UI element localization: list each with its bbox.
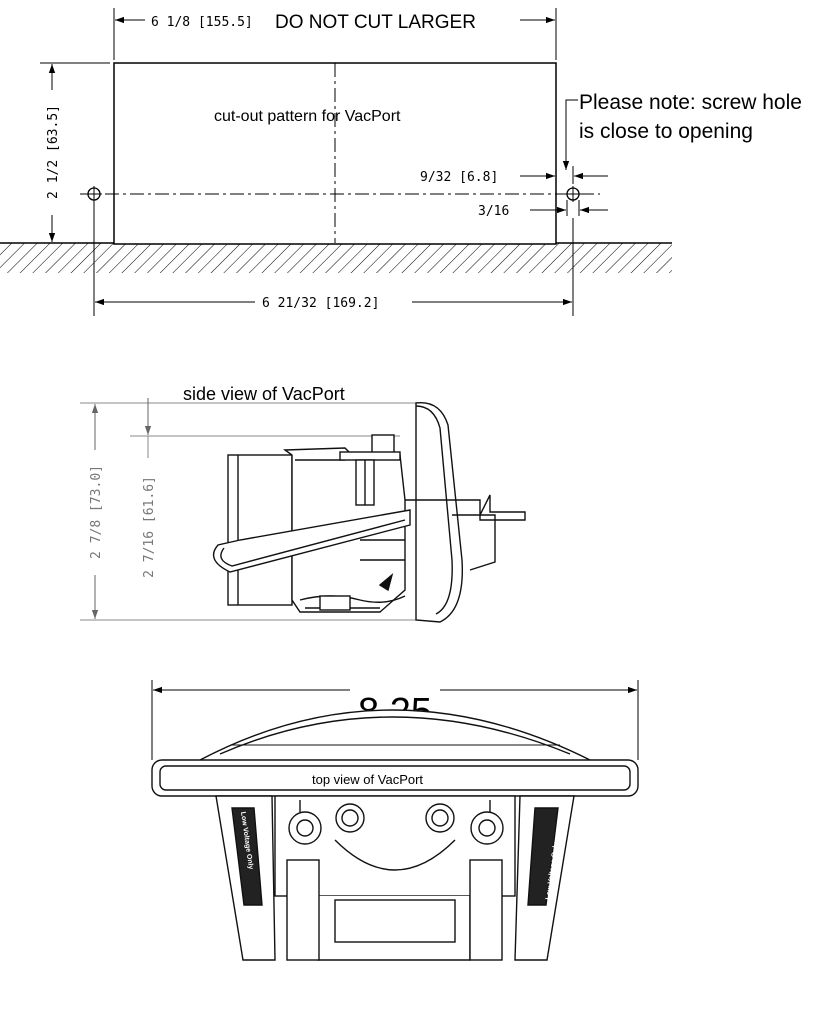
cutout-width-dim: 6 1/8 [155.5]	[151, 15, 253, 30]
cutout-width-note: DO NOT CUT LARGER	[275, 12, 476, 33]
note-leader	[562, 99, 578, 170]
side-overall-height-dim: 2 7/8 [73.0]	[89, 465, 104, 559]
screw-hole-right	[565, 186, 581, 202]
hole-spacing-dim: 6 21/32 [169.2]	[262, 296, 379, 311]
side-inner-height-dim: 2 7/16 [61.6]	[142, 476, 157, 578]
cutout-pattern-label: cut-out pattern for VacPort	[214, 108, 401, 125]
note-line-2: is close to opening	[579, 120, 753, 143]
vacport-side-illustration	[212, 401, 526, 623]
hole-offset-dim: 9/32 [6.8]	[420, 170, 498, 185]
floor-hatch	[0, 243, 672, 273]
vacport-top-illustration	[151, 709, 639, 961]
top-view-title: top view of VacPort	[312, 772, 423, 787]
hole-dia-dim: 3/16	[478, 204, 509, 219]
note-line-1: Please note: screw hole	[579, 91, 802, 114]
screw-hole-left	[86, 186, 102, 202]
cutout-height-dim: 2 1/2 [63.5]	[46, 105, 61, 199]
cutout-section: 6 1/8 [155.5] DO NOT CUT LARGER 2 1/2 [6…	[0, 8, 802, 316]
side-view-title: side view of VacPort	[183, 384, 345, 404]
side-view-section: side view of VacPort 2 7/8 [73.0] 2 7/16…	[80, 384, 526, 623]
top-view-section: 8.25	[151, 680, 639, 961]
